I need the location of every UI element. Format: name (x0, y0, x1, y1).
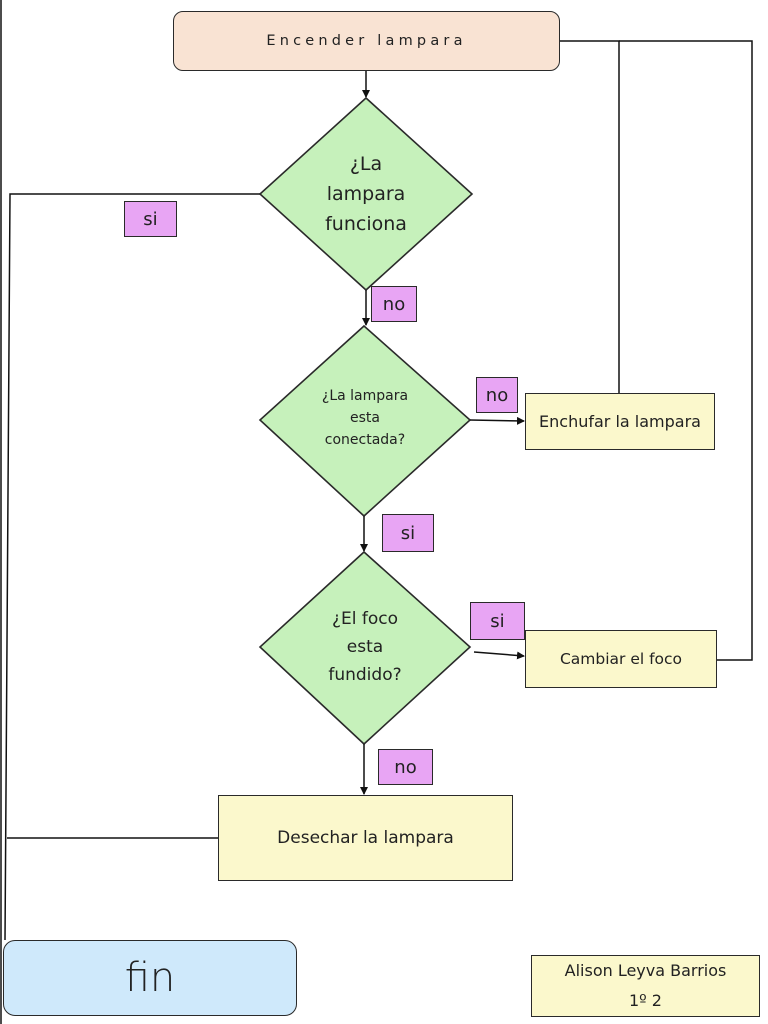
author-group: 1º 2 (629, 991, 662, 1010)
process-change-bulb: Cambiar el foco (525, 630, 717, 688)
connector-d3-change (473, 651, 525, 660)
author-name: Alison Leyva Barrios (564, 961, 727, 980)
label-d1-no: no (371, 286, 417, 322)
connector-plug-start (560, 40, 620, 393)
process-discard-label: Desechar la lampara (277, 828, 454, 848)
decision-1-line-1: ¿La (349, 153, 383, 175)
decision-1-text: ¿La lampara funciona (296, 146, 436, 242)
connector-d2-plug (469, 416, 525, 425)
decision-3-line-1: ¿El foco (331, 609, 399, 629)
label-d2-yes: si (382, 514, 434, 552)
decision-3-line-3: fundido? (328, 665, 402, 685)
connector-change-start (619, 40, 753, 661)
label-d2-no: no (476, 377, 518, 413)
decision-2-text: ¿La lampara esta conectada? (300, 380, 430, 456)
process-discard-lamp: Desechar la lampara (218, 795, 513, 881)
decision-1-line-3: funciona (325, 213, 407, 235)
start-terminal: Encender lampara (173, 11, 560, 71)
process-change-label: Cambiar el foco (559, 650, 683, 668)
decision-3-line-2: esta (346, 637, 384, 657)
decision-2-line-3: conectada? (324, 432, 406, 448)
decision-1-line-2: lampara (326, 183, 406, 205)
label-d3-no: no (378, 749, 433, 785)
process-plug-lamp: Enchufar la lampara (525, 393, 715, 450)
start-label: Encender lampara (266, 33, 467, 49)
connector-d1-end (4, 193, 260, 941)
end-label: fin (124, 955, 176, 1001)
label-d3-yes: si (470, 602, 525, 640)
decision-2-line-2: esta (350, 410, 380, 426)
end-terminal: fin (3, 940, 297, 1016)
decision-2-line-1: ¿La lampara (321, 388, 409, 404)
label-d1-yes: si (124, 201, 177, 237)
decision-3-text: ¿El foco esta fundido? (300, 604, 430, 690)
author-credit-box: Alison Leyva Barrios 1º 2 (531, 955, 760, 1017)
process-plug-label: Enchufar la lampara (539, 412, 701, 431)
